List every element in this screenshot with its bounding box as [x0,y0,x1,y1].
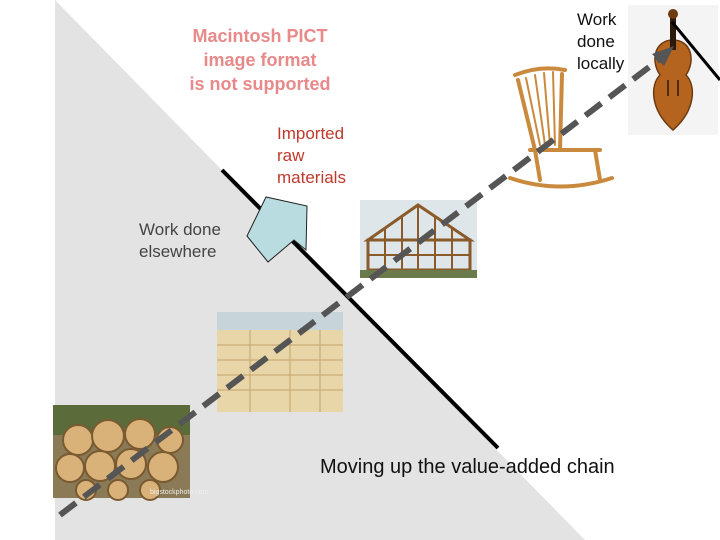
violin-line [670,21,720,81]
imported-line-3: materials [277,168,346,187]
lumber-image [217,312,343,412]
pict-line-1: Macintosh PICT [192,26,328,46]
pict-line-2: image format [203,50,317,70]
pict-error-message: Macintosh PICT image format is not suppo… [150,24,370,96]
arrowhead [652,46,674,66]
rocking-chair-image [508,66,614,189]
imported-line-2: raw [277,146,305,165]
work-local-line-3: locally [577,54,625,73]
logs-watermark: bigstockphoto.com [150,489,209,496]
value-chain-arrow [58,52,667,518]
work-local-line-2: done [577,32,615,51]
work-elsewhere-line-1: Work done [139,220,221,239]
diagram-caption: Moving up the value-added chain [320,456,615,478]
work-done-elsewhere-label: Work done elsewhere [139,219,221,263]
pict-line-3: is not supported [189,74,331,94]
work-done-locally-label: Work done locally [577,9,624,75]
imported-line-1: Imported [277,124,345,143]
logs-image: bigstockphoto.com [53,405,209,501]
callout-arrow [246,196,308,263]
work-elsewhere-line-2: elsewhere [139,242,217,261]
imported-raw-materials-label: Imported raw materials [277,123,346,189]
work-local-line-1: Work [577,10,617,29]
